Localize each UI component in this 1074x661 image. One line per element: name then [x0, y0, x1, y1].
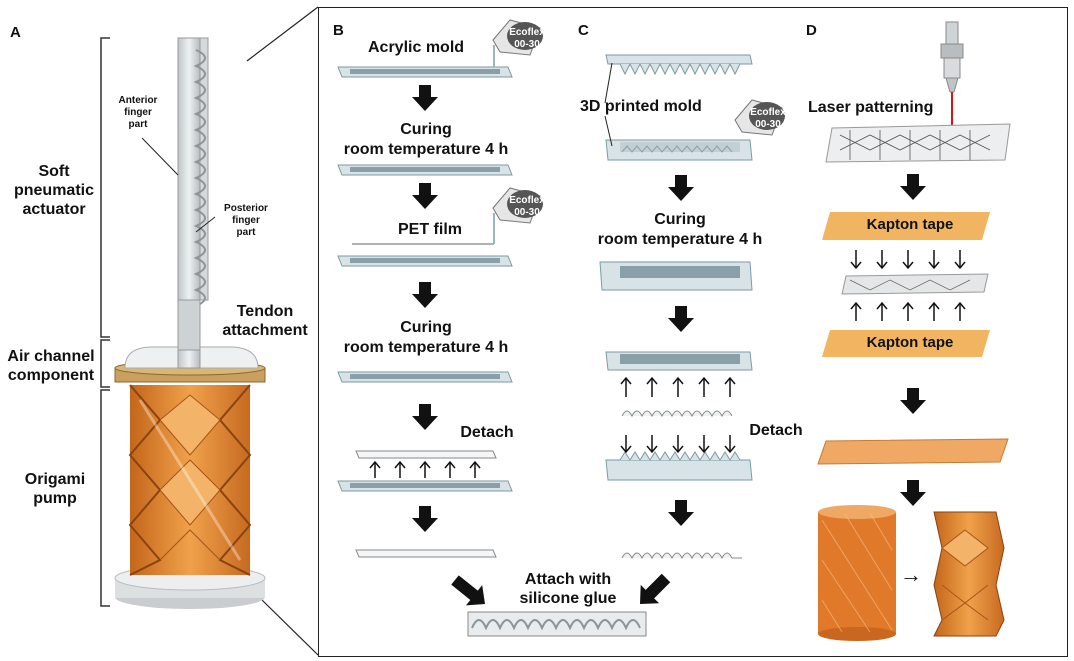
label-air-channel: Air channel component: [7, 348, 95, 384]
thin-arrow: [394, 460, 406, 478]
thin-arrow: [928, 250, 940, 270]
label-room-temp-b2: room temperature 4 h: [343, 339, 509, 356]
thin-arrow: [419, 460, 431, 478]
thin-arrow: [646, 435, 658, 454]
panel-c-graphics: [599, 54, 785, 560]
label-pet-film: PET film: [397, 221, 462, 238]
panel-label-a: A: [10, 24, 21, 41]
label-3d-printed-mold: 3D printed mold: [580, 98, 702, 115]
thin-arrow: [850, 250, 862, 270]
panel-label-b: B: [333, 22, 344, 39]
thin-arrow: [850, 301, 862, 321]
thin-arrow: [902, 250, 914, 270]
assembled-actuator-graphic: [467, 611, 647, 637]
label-laser-patterning: Laser patterning: [808, 99, 934, 116]
block-arrow-diagonal: [640, 573, 671, 604]
thin-arrow: [954, 301, 966, 321]
thin-arrow: [724, 435, 736, 454]
block-arrow: [668, 306, 694, 332]
panel-b-graphics: [337, 19, 543, 558]
label-curing-c: Curing: [654, 211, 706, 228]
process-frame: [318, 7, 1068, 657]
block-arrow: [412, 506, 438, 532]
thin-arrow: [724, 376, 736, 397]
kapton-tape-bottom: Kapton tape: [830, 330, 990, 358]
block-arrow-diagonal: [451, 575, 485, 606]
label-curing-b1: Curing: [400, 121, 452, 138]
thin-arrow: [672, 376, 684, 397]
finger-graphic: [177, 37, 209, 369]
kapton-tape-top-label: Kapton tape: [866, 216, 954, 233]
zoom-line-bottom: [261, 599, 319, 656]
thin-arrow: [902, 301, 914, 321]
kapton-tape-bottom-label: Kapton tape: [866, 334, 954, 351]
thin-arrow: [928, 301, 940, 321]
label-anterior-finger: Anterior finger part: [118, 95, 158, 130]
thin-arrow: [954, 250, 966, 270]
block-arrow: [900, 174, 926, 200]
panel-label-d: D: [806, 22, 817, 39]
kapton-tape-top: Kapton tape: [830, 212, 990, 240]
thin-arrow: [698, 435, 710, 454]
thin-arrow: [620, 376, 632, 397]
label-ecoflex-b2: Ecoflex 00-30: [509, 195, 545, 218]
block-arrow: [412, 183, 438, 209]
thin-arrow: [698, 376, 710, 397]
block-arrow: [900, 480, 926, 506]
block-arrow: [412, 404, 438, 430]
label-room-temp-b1: room temperature 4 h: [343, 141, 509, 158]
thin-arrow: [672, 435, 684, 454]
label-acrylic-mold: Acrylic mold: [368, 39, 465, 56]
thin-arrow: [876, 301, 888, 321]
thin-arrow: [369, 460, 381, 478]
origami-pump-graphic: [128, 384, 252, 576]
transform-arrow: →: [900, 562, 922, 587]
panel-d-graphics: [817, 21, 1011, 641]
label-posterior-finger: Posterior finger part: [224, 203, 268, 238]
thin-arrow: [620, 435, 632, 454]
thin-arrow: [646, 376, 658, 397]
thin-arrow: [444, 460, 456, 478]
label-detach-c: Detach: [749, 422, 803, 439]
block-arrow: [668, 500, 694, 526]
thin-arrow: [469, 460, 481, 478]
block-arrow: [900, 388, 926, 414]
thin-arrow: [876, 250, 888, 270]
label-tendon-attachment: Tendon attachment: [222, 303, 308, 339]
label-attach-silicone-glue: Attach with silicone glue: [519, 571, 617, 607]
label-origami-pump: Origami pump: [24, 471, 86, 507]
label-detach-b: Detach: [460, 424, 514, 441]
zoom-line-top: [246, 6, 319, 62]
label-soft-pneumatic-actuator: Soft pneumatic actuator: [13, 163, 94, 218]
block-arrow: [412, 85, 438, 111]
block-arrow: [412, 282, 438, 308]
label-room-temp-c: room temperature 4 h: [597, 231, 763, 248]
panel-label-c: C: [578, 22, 589, 39]
label-curing-b2: Curing: [400, 319, 452, 336]
label-ecoflex-c: Ecoflex 00-30: [750, 107, 786, 130]
label-ecoflex-b1: Ecoflex 00-30: [509, 27, 545, 50]
block-arrow: [668, 175, 694, 201]
panel-a-brackets: [100, 37, 110, 607]
